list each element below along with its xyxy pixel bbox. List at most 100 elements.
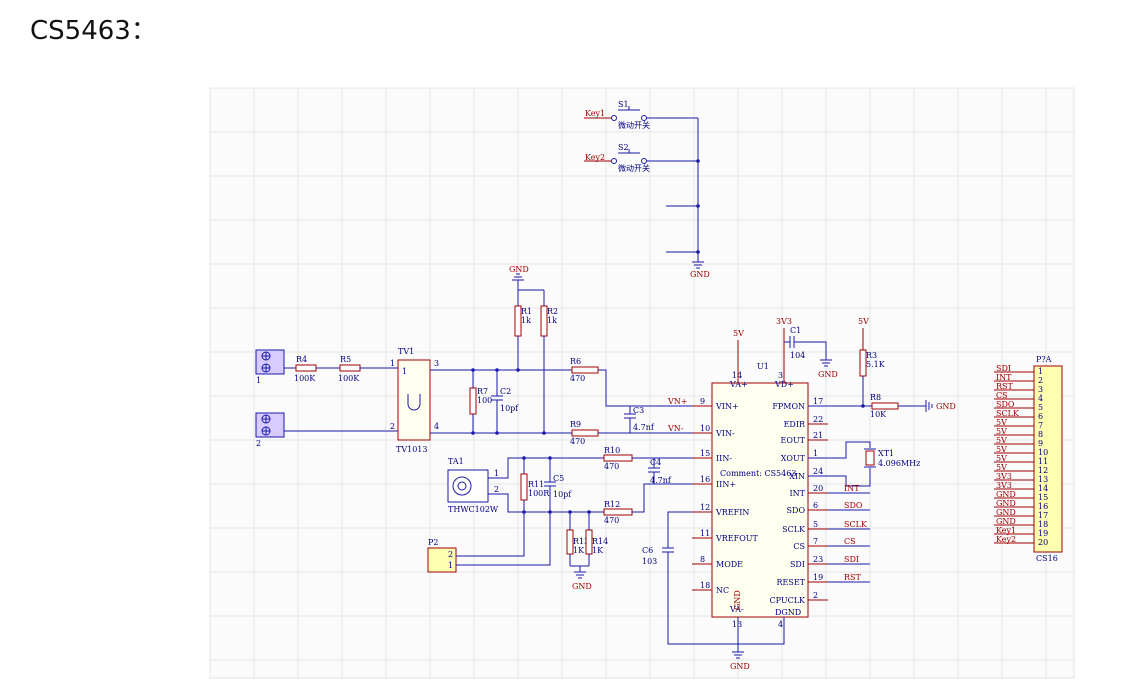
u1-right-pin-name: EOUT [781, 436, 806, 445]
gnd-label-switch: GND [690, 270, 710, 279]
gnd-label-r12: GND [509, 265, 529, 274]
r12-value: 470 [604, 516, 619, 525]
r5-body [339, 364, 361, 372]
r12-body [603, 508, 633, 516]
pa-pin-number: 19 [1038, 529, 1048, 538]
u1-left-pin-name: VREFIN [715, 508, 749, 517]
p2-ref: P2 [428, 538, 438, 547]
u1-pin3: 3 [778, 371, 783, 380]
u1-net-label: RST [844, 573, 862, 582]
pa-net-label: SDI [996, 364, 1011, 373]
u1-right-pin-name: INT [790, 489, 806, 498]
r5-ref: R5 [340, 355, 351, 364]
key1-net-label: Key1 [585, 109, 605, 118]
pa-pin-number: 2 [1038, 376, 1043, 385]
r6-ref: R6 [570, 357, 581, 366]
u1-right-pin-name: SCLK [782, 525, 806, 534]
u1-net-label: SDO [844, 501, 863, 510]
transformer-tv1: TV1 1 2 3 4 1 TV1013 [390, 347, 439, 454]
r6-value: 470 [570, 374, 585, 383]
vinp-net: VN+ [667, 397, 687, 406]
pa-pin-number: 1 [1038, 367, 1043, 376]
r9-body [571, 429, 599, 437]
c2-ref: C2 [500, 387, 511, 396]
switch-block: Key1 S1 微动开关 Key2 S2 微动开关 GND [584, 100, 710, 279]
pa-pin-number: 8 [1038, 430, 1043, 439]
u1-net-label: CS [844, 537, 856, 546]
pa-net-label: SCLK [996, 409, 1020, 418]
u1-left-pin-number: 9 [700, 397, 705, 406]
pa-net-label: 5V [996, 454, 1007, 463]
c6-value: 103 [642, 557, 657, 566]
u1-right-pin-name: XIN [789, 472, 805, 481]
u1-right-pin-name: CS [793, 542, 805, 551]
pa-net-label: GND [996, 490, 1016, 499]
s2-contact-a [611, 158, 617, 164]
ground-symbol-r1314 [574, 566, 586, 579]
r2-value: 1k [547, 316, 557, 325]
vcc-3v3-label: 3V3 [776, 317, 792, 326]
r10-ref: R10 [604, 446, 620, 455]
terminal-2-pin: 2 [256, 439, 261, 448]
tv1-pin1: 1 [390, 359, 395, 368]
ic-u1: U1 Comment: CS5463 VA+ VD+ VA- DGND 14 3… [692, 362, 828, 629]
pa-pin-number: 5 [1038, 403, 1043, 412]
r14-value: 1K [592, 546, 604, 555]
grid [209, 87, 1075, 679]
u1-comment: Comment: CS5463 [720, 469, 796, 478]
r9-value: 470 [570, 437, 585, 446]
connector-p2: P2 2 1 [427, 538, 457, 573]
pa-pin-number: 17 [1038, 511, 1048, 520]
pa-pin-number: 7 [1038, 421, 1043, 430]
u1-right-pin-number: 21 [813, 431, 823, 440]
pa-net-label: Key1 [996, 526, 1016, 535]
pa-pin-number: 11 [1038, 457, 1048, 466]
pa-pin-number: 9 [1038, 439, 1043, 448]
tv1-pin3: 3 [434, 359, 439, 368]
pa-pin-number: 4 [1038, 394, 1043, 403]
c5-value: 10pf [553, 490, 572, 499]
pa-pin-number: 13 [1038, 475, 1048, 484]
pa-net-label: GND [996, 499, 1016, 508]
pa-net-label: GND [996, 517, 1016, 526]
ta1-pin1: 1 [494, 469, 499, 478]
r8-value: 10K [870, 410, 887, 419]
u1-left-pin-number: 11 [700, 529, 710, 538]
u1-left-pin-number: 18 [700, 581, 710, 590]
pa-net-label: 3V3 [996, 472, 1012, 481]
r1-value: 1k [521, 316, 531, 325]
u1-right-pin-number: 1 [813, 449, 818, 458]
u1-vap: VA+ [729, 380, 748, 389]
gnd-label-r1314: GND [572, 582, 592, 591]
tv1-ref: TV1 [398, 347, 414, 356]
pa-net-label: 5V [996, 436, 1007, 445]
r4-body [295, 364, 317, 372]
c3-ref: C3 [633, 406, 644, 415]
pa-pin-number: 10 [1038, 448, 1048, 457]
pa-net-label: 5V [996, 418, 1007, 427]
gnd-label-ic: GND [730, 662, 750, 671]
u1-right-pin-number: 6 [813, 501, 818, 510]
gnd-label-c1: GND [818, 370, 838, 379]
u1-right-pin-number: 23 [813, 555, 823, 564]
ground-symbol-ic [732, 651, 744, 659]
xt1-value: 4.096MHz [878, 459, 920, 468]
r10-value: 470 [604, 462, 619, 471]
r7-value: 100 [477, 396, 492, 405]
current-transformer-ta1: TA1 THWC102W 1 2 [447, 457, 499, 514]
pa-net-label: 3V3 [996, 481, 1012, 490]
ta1-pin2: 2 [494, 485, 499, 494]
pa-pin-number: 15 [1038, 493, 1048, 502]
u1-left-pin-name: IIN- [716, 454, 732, 463]
vcc-5v-label-a: 5V [733, 329, 744, 338]
r12-ref: R12 [604, 500, 620, 509]
u1-right-pin-number: 2 [813, 591, 818, 600]
r7-body [469, 387, 477, 415]
u1-left-pin-number: 12 [700, 503, 710, 512]
u1-left-pin-number: 16 [700, 475, 710, 484]
pa-ref: P?A [1036, 355, 1052, 364]
u1-left-pin-number: 10 [700, 424, 710, 433]
u1-left-pin-name: VREFOUT [715, 534, 758, 543]
u1-right-pin-number: 7 [813, 537, 818, 546]
u1-right-pin-name: XOUT [781, 454, 806, 463]
